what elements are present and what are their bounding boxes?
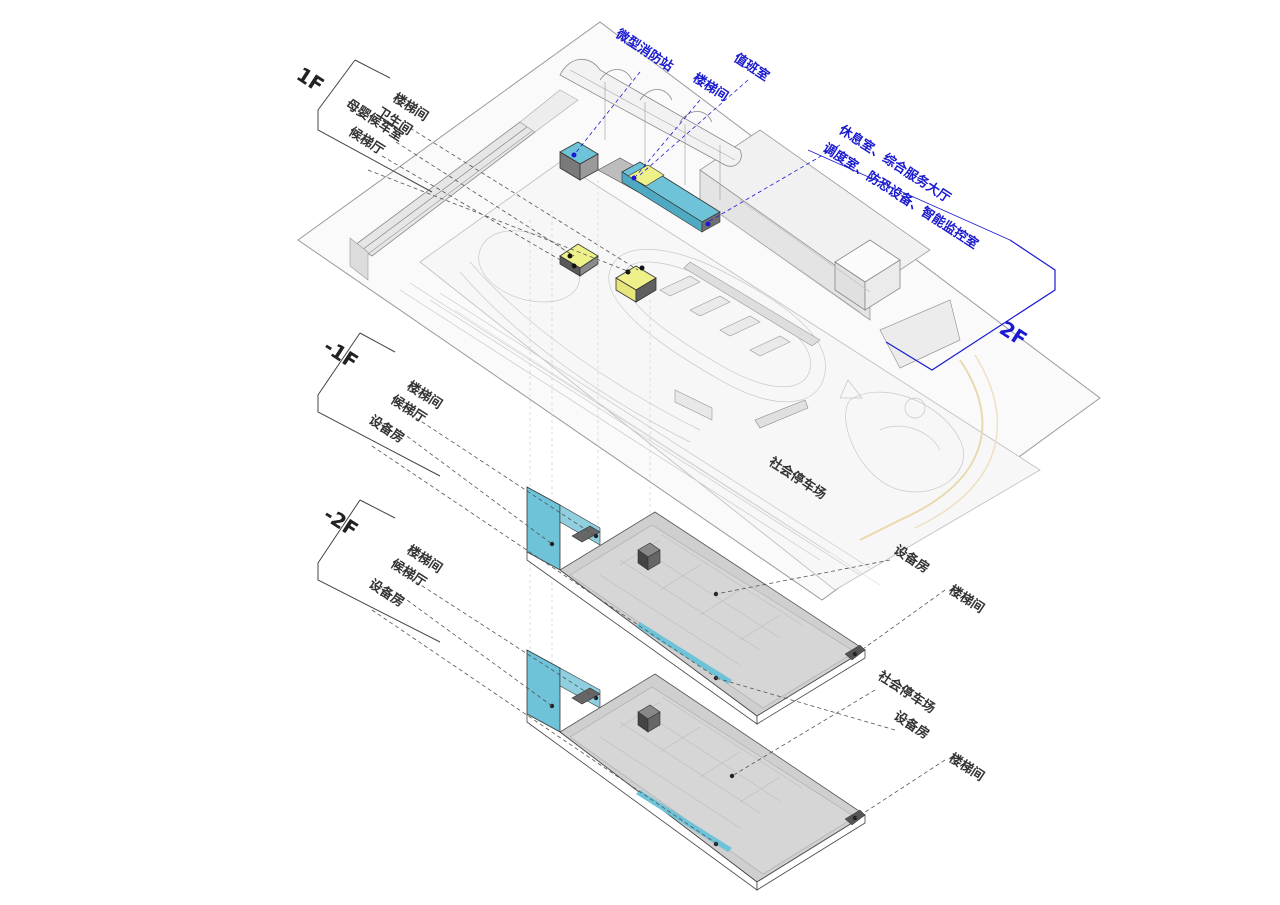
ground-floor-plan — [297, 21, 1101, 730]
labels-1f: 楼梯间 卫生间 母婴候车室 候梯厅 — [343, 90, 431, 159]
toilet-block — [559, 243, 599, 277]
label-social-parking-b2: 社会停车场 — [874, 667, 938, 716]
labels-b1: 楼梯间 候梯厅 设备房 — [366, 378, 445, 447]
basement-1-plan — [526, 486, 866, 725]
rail-platform — [349, 89, 579, 281]
canopy-roof — [559, 58, 742, 200]
label-stair-b2: 楼梯间 — [946, 750, 987, 785]
label-stair-b1: 楼梯间 — [946, 582, 987, 617]
road-lanes — [399, 230, 999, 586]
leader-lines — [367, 71, 946, 845]
label-b1-equipment: 设备房 — [366, 412, 407, 447]
waiting-room-block — [615, 265, 657, 303]
floor-brackets — [317, 59, 1056, 643]
bus-bays — [659, 261, 821, 429]
basement-2-plan — [526, 649, 866, 891]
floor-label-b1: -1F — [319, 334, 362, 374]
labels-b2: 楼梯间 候梯厅 设备房 — [366, 542, 445, 611]
service-hall-block — [597, 157, 721, 233]
floor-label-1f: 1F — [292, 62, 328, 97]
label-equipment-b1: 设备房 — [891, 542, 932, 577]
label-b2-equipment: 设备房 — [366, 576, 407, 611]
label-2f-duty-room: 值班室 — [731, 50, 772, 85]
floor-label-b2: -2F — [319, 502, 362, 542]
fire-station-block — [559, 141, 599, 181]
